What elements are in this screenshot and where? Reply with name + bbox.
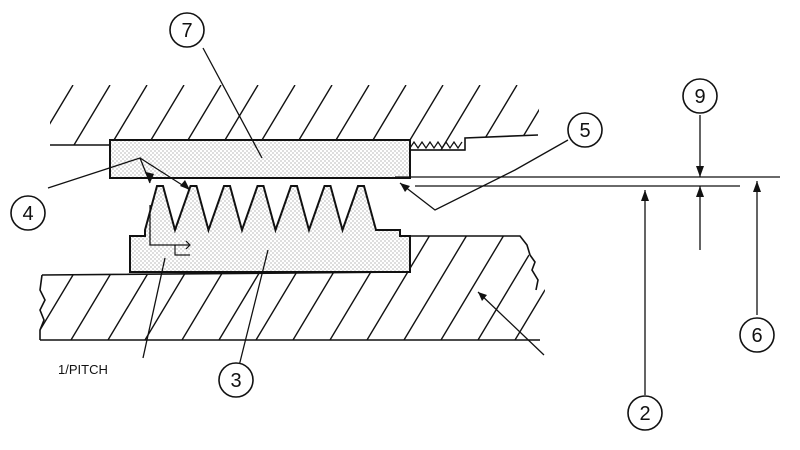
hatch-line	[552, 236, 614, 340]
svg-text:2: 2	[639, 403, 650, 425]
svg-text:7: 7	[181, 20, 192, 42]
pitch-indicator	[149, 205, 191, 256]
callout-3: 3	[218, 362, 254, 398]
svg-text:4: 4	[22, 203, 33, 225]
hatch-line	[0, 85, 36, 150]
callout-9: 9	[682, 78, 718, 114]
callout-6: 6	[739, 317, 775, 353]
upper-plate	[109, 139, 465, 179]
callout-5: 5	[567, 112, 603, 148]
hatch-line	[366, 236, 431, 340]
callout-7: 7	[169, 12, 205, 48]
hatch-line	[403, 236, 468, 340]
hatch-line	[477, 236, 542, 340]
callout-4: 4	[10, 195, 46, 231]
hatch-line	[440, 236, 505, 340]
svg-text:5: 5	[579, 120, 590, 142]
pitch-label: 1/PITCH	[58, 362, 108, 377]
hatch-line	[40, 236, 98, 340]
svg-text:9: 9	[694, 86, 705, 108]
hatch-line	[477, 85, 518, 150]
toothed-plate	[129, 185, 411, 273]
hatch-line	[40, 236, 61, 340]
arrowheads	[146, 166, 761, 301]
hatch-line	[70, 85, 111, 150]
callout-2: 2	[627, 395, 663, 431]
leader-lines	[47, 47, 780, 395]
svg-text:3: 3	[230, 370, 241, 392]
hatch-line	[514, 236, 545, 340]
hatch-line	[514, 85, 540, 150]
svg-text:6: 6	[751, 325, 762, 347]
hatch-line	[70, 236, 135, 340]
hatch-line	[440, 85, 481, 150]
hatch-line	[50, 85, 74, 150]
hatch-line	[0, 236, 22, 340]
